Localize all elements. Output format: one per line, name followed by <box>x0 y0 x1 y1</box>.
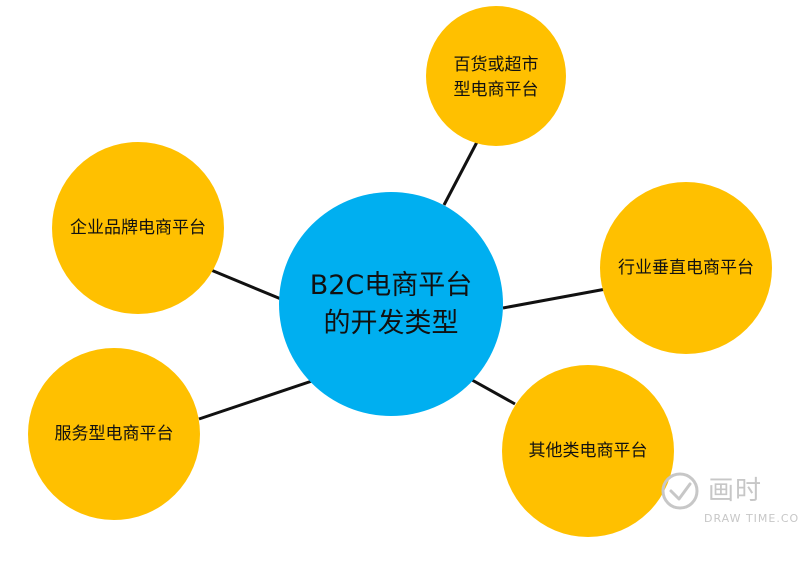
node-circle-vertical-industry <box>600 182 772 354</box>
center-title-line1: B2C电商平台 <box>310 270 473 301</box>
watermark-url: DRAW TIME.COM <box>704 512 800 525</box>
connector-service-type <box>198 379 313 421</box>
connector-enterprise-brand <box>210 268 282 301</box>
node-circle-department-store <box>426 6 566 146</box>
node-label-department-store-line2: 型电商平台 <box>454 80 539 100</box>
center-circle <box>279 192 503 416</box>
node-label-vertical-industry: 行业垂直电商平台 <box>618 258 754 278</box>
watermark-brand: 画时 <box>708 476 762 506</box>
connector-department-store <box>442 141 479 206</box>
connector-vertical-industry <box>502 287 607 310</box>
node-circle-enterprise-brand <box>52 142 224 314</box>
node-label-service-type: 服务型电商平台 <box>55 424 174 444</box>
drawtime-watermark: 画时 DRAW TIME.COM <box>661 472 800 525</box>
center-title-line2: 的开发类型 <box>324 308 459 339</box>
node-circle-other-type <box>502 365 674 537</box>
connector-other-type <box>471 378 516 406</box>
node-label-other-type: 其他类电商平台 <box>529 441 648 461</box>
node-label-department-store-line1: 百货或超市 <box>454 55 539 75</box>
clock-check-icon <box>661 472 699 510</box>
node-circle-service-type <box>28 348 200 520</box>
node-label-enterprise-brand: 企业品牌电商平台 <box>70 218 206 238</box>
